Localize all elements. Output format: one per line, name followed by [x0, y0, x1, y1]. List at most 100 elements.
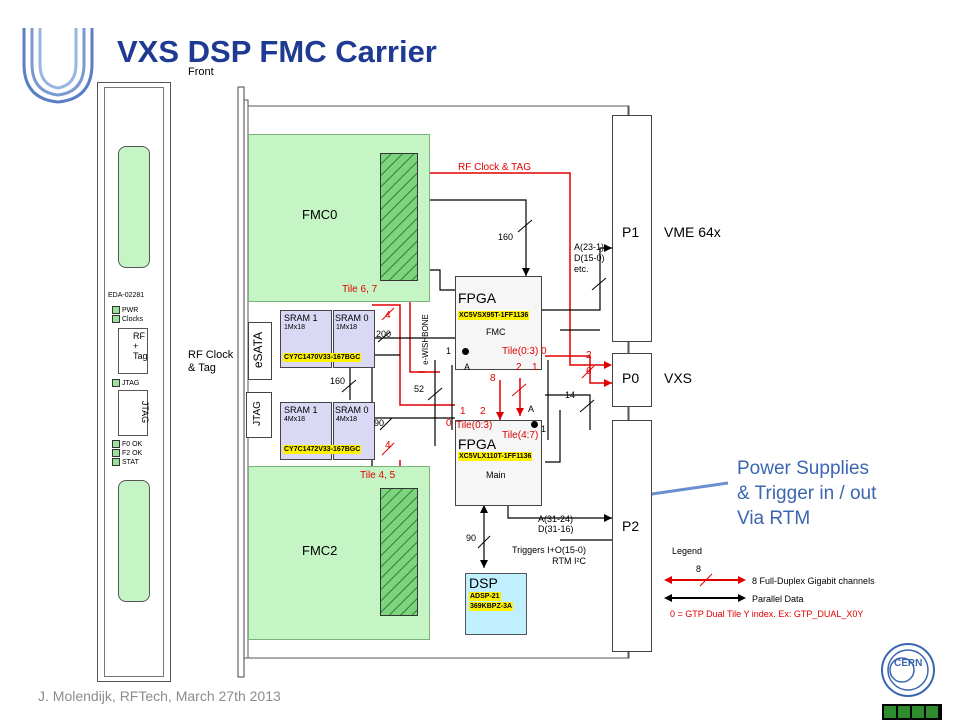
vme-label: VME 64x: [664, 224, 721, 240]
bus-a-top: A: [464, 362, 471, 372]
fpga-top-sub: FMC: [486, 327, 506, 337]
tile45-label: Tile 4, 5: [360, 470, 396, 481]
bus-90-b: 90: [466, 533, 477, 543]
esata-connector: [248, 322, 272, 380]
fpga-bottom-part: XC5VLX110T-1FF1136: [458, 452, 533, 461]
front-panel-top-slot: [118, 146, 150, 268]
fpga-top: [455, 276, 542, 370]
university-logo: [22, 28, 94, 104]
vxs-label: VXS: [664, 370, 693, 386]
fpga-bottom: [455, 420, 542, 506]
board-id: EDA-02281: [108, 292, 145, 299]
bus-52: 52: [414, 384, 425, 394]
sram-bot-part: CY7C1472V33-167BGC: [283, 445, 362, 454]
bus-200: 200: [376, 329, 392, 339]
fpga-bottom-title: FPGA: [458, 436, 497, 452]
rf-clock-top-label: RF Clock & TAG: [458, 162, 531, 173]
page-title: VXS DSP FMC Carrier: [117, 34, 437, 69]
bus-6-p0: 6: [586, 366, 592, 377]
cern-logo: CERN: [881, 643, 935, 697]
rf-clock-side-label: RF Clock & Tag: [188, 349, 234, 374]
fpga-top-tile: Tile(0:3): [502, 346, 539, 357]
legend-gigabit: 8 Full-Duplex Gigabit channels: [752, 576, 875, 586]
clocks-led: Clocks: [112, 315, 143, 324]
fpga-top-title: FPGA: [458, 290, 497, 306]
front-label: Front: [188, 66, 214, 78]
bus-2-b: 2: [480, 406, 486, 417]
fpga-top-part: XC5VSX95T-1FF1136: [458, 311, 530, 320]
bus-14: 14: [565, 390, 576, 400]
legend-parallel: Parallel Data: [752, 594, 804, 604]
bus-0-bottom: 0: [446, 418, 452, 429]
p1-bus-label: A(23-1) D(15-0) etc.: [574, 242, 605, 274]
sram-bot-0-name: SRAM 0: [335, 405, 369, 415]
bus-4-bottom: 4: [385, 440, 391, 451]
sram-top-0-size: 1Mx18: [336, 324, 358, 331]
bus-1-c: 1: [460, 406, 466, 417]
sram-top-part: CY7C1470V33-167BGC: [283, 353, 362, 362]
bus-1-d: 1: [541, 424, 547, 434]
footer-text: J. Molendijk, RFTech, March 27th 2013: [38, 688, 281, 704]
bus-90-a: 90: [374, 418, 385, 428]
clocks-label: Clocks: [122, 315, 144, 323]
pwr-led: PWR: [112, 306, 138, 315]
ewishbone-label: e-WISHBONE: [420, 314, 430, 365]
jtag-led: JTAG: [112, 379, 139, 388]
jtag-vertical-label: JTAG: [140, 400, 151, 424]
bus-8: 8: [490, 373, 496, 384]
bus-2-a: 2: [516, 362, 522, 373]
jtag-connector: [118, 390, 148, 436]
rf-tag-connector: [118, 328, 148, 374]
bus-1-a: 1: [446, 346, 452, 356]
f0ok-led: F0 OK: [112, 440, 142, 449]
jtag-board-label: JTAG: [251, 401, 263, 426]
legend-gtp: 0 = GTP Dual Tile Y index. Ex: GTP_DUAL_…: [670, 609, 864, 619]
fmc2-label: FMC2: [302, 543, 338, 558]
fpga-bottom-tile2: Tile(4:7): [502, 430, 539, 441]
fmc0-connector: [380, 153, 418, 281]
p0-connector: [612, 353, 652, 407]
front-panel-bottom-slot: [118, 480, 150, 602]
sram-top-0-name: SRAM 0: [335, 313, 369, 323]
front-panel-inner: [104, 87, 164, 677]
fpga-bottom-tile1: Tile(0:3): [456, 420, 493, 431]
esata-label: eSATA: [251, 331, 266, 369]
dsp-part2: 369KBPZ-3A: [469, 602, 514, 611]
bus-a-bottom: A: [528, 404, 535, 414]
bus-160-mid: 160: [330, 376, 346, 386]
bus-2-p0: 2: [586, 350, 592, 361]
legend-count: 8: [696, 564, 702, 574]
p2-label: P2: [622, 518, 640, 534]
p1-label: P1: [622, 224, 640, 240]
rf-tag-label: RF + Tag: [133, 331, 148, 361]
stat-led: STAT: [112, 458, 139, 467]
dsp-title: DSP: [469, 575, 498, 591]
slide-progress-bar: [882, 704, 942, 720]
sram-bot-1-size: 4Mx18: [284, 416, 306, 423]
bus-1-b: 1: [532, 362, 538, 373]
fpga-bottom-pin1-dot: [531, 421, 538, 428]
f2ok-led: F2 OK: [112, 449, 142, 458]
fmc2-connector: [380, 488, 418, 616]
bus-0-top: 0: [541, 346, 547, 357]
cern-logo-text: CERN: [894, 658, 922, 669]
fpga-bottom-sub: Main: [486, 470, 506, 480]
sram-top-1-size: 1Mx18: [284, 324, 306, 331]
p1-connector: [612, 115, 652, 342]
legend-title: Legend: [672, 546, 703, 556]
jtag-led-label: JTAG: [122, 379, 140, 387]
p0-label: P0: [622, 370, 640, 386]
jtag-connector-board: [246, 392, 272, 438]
sram-bot-1-name: SRAM 1: [284, 405, 318, 415]
p2-connector: [612, 420, 652, 652]
p2-bus-label: A(31-24) D(31-16): [538, 514, 574, 534]
triggers-label: Triggers I+O(15-0) RTM I²C: [512, 545, 586, 566]
sram-bot-0-size: 4Mx18: [336, 416, 358, 423]
tile67-label: Tile 6, 7: [342, 284, 378, 295]
power-note: Power Supplies & Trigger in / out Via RT…: [737, 458, 877, 529]
f2ok-label: F2 OK: [122, 449, 143, 457]
fpga-top-pin1-dot: [462, 348, 469, 355]
bus-160-top: 160: [498, 232, 514, 242]
pwr-label: PWR: [122, 306, 139, 314]
bus-4-top: 4: [385, 310, 391, 321]
